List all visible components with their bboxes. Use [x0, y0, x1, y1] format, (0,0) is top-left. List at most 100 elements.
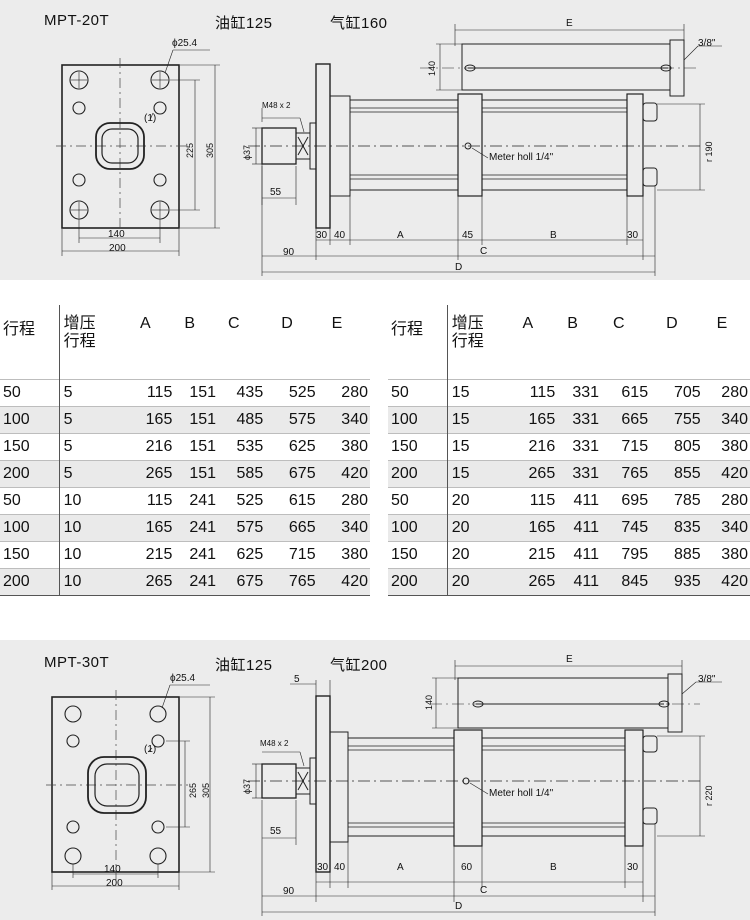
- table-cell: 280: [317, 379, 370, 407]
- table-cell: 715: [265, 541, 318, 569]
- header-d: D: [281, 315, 293, 332]
- dim-90: 90: [283, 247, 295, 258]
- table-cell: 200: [388, 568, 448, 596]
- dim-30a: 30: [317, 862, 329, 873]
- table-cell: 615: [601, 379, 651, 407]
- table-cell: 280: [317, 487, 370, 515]
- table-cell: 5: [59, 460, 118, 488]
- meter-hole-label: Meter holl 1/4": [489, 788, 554, 799]
- table-cell: 280: [702, 379, 750, 407]
- table-cell: 765: [265, 568, 318, 596]
- oil-cylinder-label: 油缸125: [215, 657, 273, 674]
- table-cell: 835: [650, 514, 703, 542]
- header-e: E: [716, 315, 728, 332]
- thread-dim: M48 x 2: [262, 101, 291, 110]
- front-plate: [61, 64, 180, 229]
- technical-drawing-30t: [46, 660, 722, 916]
- table-cell: 885: [650, 541, 703, 569]
- table-cell: 20: [447, 541, 507, 569]
- table-cell: 115: [117, 487, 175, 515]
- table-cell: 5: [59, 406, 118, 434]
- table-cell: 50: [388, 379, 448, 407]
- table-cell: 215: [506, 541, 558, 569]
- top-cylinder: [461, 43, 671, 91]
- table-cell: 331: [557, 433, 602, 461]
- dim-e: E: [566, 18, 573, 29]
- table-cell: 200: [388, 460, 448, 488]
- table-cell: 265: [506, 568, 558, 596]
- dim-305: 305: [201, 782, 211, 798]
- air-cylinder-label: 气缸200: [330, 657, 388, 674]
- table-cell: 151: [174, 433, 219, 461]
- table-cell: 380: [317, 433, 370, 461]
- dim-190: r 190: [704, 141, 714, 162]
- drawing-mpt-20t: MPT-20T 油缸125 气缸160 ϕ25.4 (1) 140 200 22…: [0, 0, 750, 280]
- table-cell: 15: [447, 406, 507, 434]
- table-cell: 200: [0, 460, 60, 488]
- table-cell: 241: [174, 514, 219, 542]
- top-cylinder: [457, 677, 669, 729]
- dim-45: 45: [462, 230, 474, 241]
- table-cell: 755: [650, 406, 703, 434]
- table-cell: 216: [117, 433, 175, 461]
- table-cell: 340: [317, 514, 370, 542]
- table-cell: 100: [388, 406, 448, 434]
- table-cell: 5: [59, 433, 118, 461]
- table-cell: 485: [218, 406, 266, 434]
- table-cell: 265: [117, 568, 175, 596]
- table-cell: 265: [117, 460, 175, 488]
- bore-dim: ϕ37: [242, 144, 252, 160]
- dim-30a: 30: [316, 230, 328, 241]
- table-cell: 50: [0, 379, 60, 407]
- dim-a: A: [397, 230, 404, 241]
- table-cell: 100: [0, 406, 60, 434]
- dim-200: 200: [109, 243, 126, 254]
- table-cell: 20: [447, 514, 507, 542]
- dim-140-height: 140: [424, 694, 434, 710]
- hole-dim: ϕ25.4: [172, 38, 198, 49]
- table-cell: 265: [506, 460, 558, 488]
- dim-c: C: [480, 885, 488, 896]
- table-cell: 151: [174, 379, 219, 407]
- oil-cylinder: [347, 737, 455, 837]
- table-cell: 331: [557, 460, 602, 488]
- meter-hole-label: Meter holl 1/4": [489, 152, 554, 163]
- flange: [315, 695, 331, 873]
- table-cell: 5: [59, 379, 118, 407]
- front-plate: [51, 696, 180, 873]
- table-cell: 855: [650, 460, 703, 488]
- table-cell: 280: [702, 487, 750, 515]
- table-cell: 20: [447, 568, 507, 596]
- dim-140: 140: [108, 229, 125, 240]
- table-cell: 50: [388, 487, 448, 515]
- table-cell: 805: [650, 433, 703, 461]
- header-d: D: [666, 315, 678, 332]
- table-cell: 340: [702, 514, 750, 542]
- callout-1: (1): [144, 744, 157, 755]
- table-cell: 10: [59, 568, 118, 596]
- oil-cylinder: [349, 99, 459, 191]
- table-cell: 100: [0, 514, 60, 542]
- table-cell: 150: [0, 541, 60, 569]
- dim-265: 265: [188, 782, 198, 798]
- center-square: [87, 756, 147, 814]
- table-cell: 15: [447, 433, 507, 461]
- table-cell: 785: [650, 487, 703, 515]
- dim-40: 40: [334, 862, 346, 873]
- hole-dim: ϕ25.4: [170, 673, 196, 684]
- table-cell: 795: [601, 541, 651, 569]
- port-label: 3/8": [698, 38, 716, 49]
- dim-60: 60: [461, 862, 473, 873]
- header-boost: 增压行程: [63, 315, 96, 350]
